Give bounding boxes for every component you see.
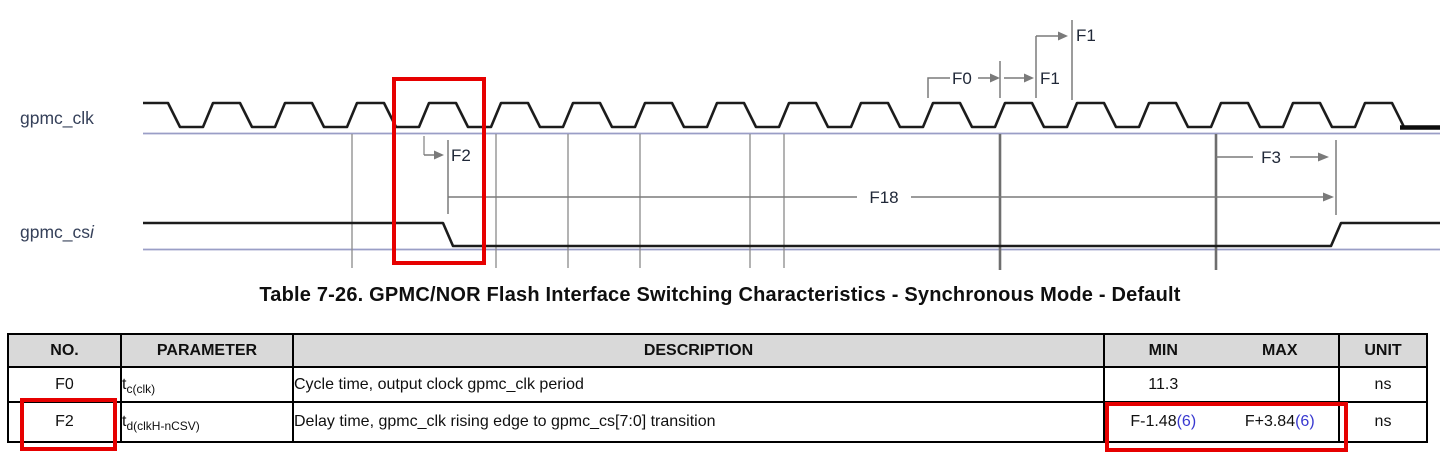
cell-parameter: td(clkH-nCSV) — [120, 401, 294, 443]
label-f3: F3 — [1261, 148, 1281, 167]
cell-minmax: 11.3 — [1103, 366, 1340, 403]
f2-arrowhead-icon — [434, 150, 444, 160]
signal-label-gpmc-csi: gpmc_csi — [20, 222, 95, 243]
table-row-f0: F0 tc(clk) Cycle time, output clock gpmc… — [7, 366, 1428, 403]
f0-arrowhead-icon — [990, 73, 1000, 83]
signal-label-gpmc-cs-italic: i — [90, 222, 95, 242]
cell-no: F2 — [7, 401, 122, 443]
col-header-unit: UNIT — [1338, 333, 1428, 368]
max-footnote-link[interactable]: (6) — [1295, 413, 1315, 430]
col-header-min: MIN — [1148, 341, 1178, 359]
col-header-minmax: MIN MAX — [1103, 333, 1340, 368]
min-value: F-1.48(6) — [1106, 413, 1222, 431]
cell-minmax: F-1.48(6) F+3.84(6) — [1103, 401, 1340, 443]
table-header-row: NO. PARAMETER DESCRIPTION MIN MAX UNIT — [7, 333, 1428, 368]
label-f2: F2 — [451, 146, 471, 165]
col-header-parameter: PARAMETER — [120, 333, 294, 368]
f0-bracket — [927, 77, 950, 98]
min-footnote-link[interactable]: (6) — [1176, 413, 1197, 430]
timing-diagram: F2 F18 F3 F0 F1 F1 gpmc_clk gpmc_csi — [20, 20, 1440, 270]
cell-description: Delay time, gpmc_clk rising edge to gpmc… — [292, 401, 1105, 443]
signal-label-gpmc-cs-base: gpmc_cs — [20, 222, 90, 243]
switching-characteristics-table: NO. PARAMETER DESCRIPTION MIN MAX UNIT F… — [7, 333, 1428, 443]
label-f1-high: F1 — [1076, 26, 1096, 45]
gpmc-clk-waveform — [143, 101, 1406, 129]
label-f0: F0 — [952, 69, 972, 88]
min-number: F-1.48 — [1130, 413, 1177, 430]
cell-unit: ns — [1338, 401, 1428, 443]
max-number: F+3.84 — [1244, 413, 1296, 430]
param-base: t — [122, 413, 127, 430]
f3-arrowhead-icon — [1318, 152, 1329, 162]
f1-low-arrowhead-icon — [1024, 73, 1034, 83]
f18-arrowhead-icon — [1323, 192, 1334, 202]
cell-unit: ns — [1338, 366, 1428, 403]
param-subscript: c(clk) — [126, 381, 156, 396]
col-header-description: DESCRIPTION — [292, 333, 1105, 368]
label-f18: F18 — [869, 188, 898, 207]
param-subscript: d(clkH-nCSV) — [126, 419, 200, 433]
table-title: Table 7-26. GPMC/NOR Flash Interface Swi… — [259, 284, 1181, 306]
max-value: F+3.84(6) — [1222, 413, 1338, 431]
timing-diagram-svg: F2 F18 F3 F0 F1 F1 gpmc_clk gpmc_csi — [20, 20, 1440, 270]
cell-no: F0 — [7, 366, 122, 403]
col-header-no: NO. — [7, 333, 122, 368]
cell-parameter: tc(clk) — [120, 366, 294, 403]
cell-description: Cycle time, output clock gpmc_clk period — [292, 366, 1105, 403]
param-base: t — [122, 375, 127, 393]
signal-label-gpmc-clk: gpmc_clk — [20, 108, 94, 129]
min-number: 11.3 — [1148, 375, 1179, 393]
min-value: 11.3 — [1106, 375, 1222, 394]
f1-high-arrowhead-icon — [1058, 31, 1068, 41]
table-row-f2: F2 td(clkH-nCSV) Delay time, gpmc_clk ri… — [7, 401, 1428, 443]
label-f1-low: F1 — [1040, 69, 1060, 88]
gpmc-csi-waveform — [143, 221, 1440, 248]
col-header-max: MAX — [1261, 341, 1298, 359]
